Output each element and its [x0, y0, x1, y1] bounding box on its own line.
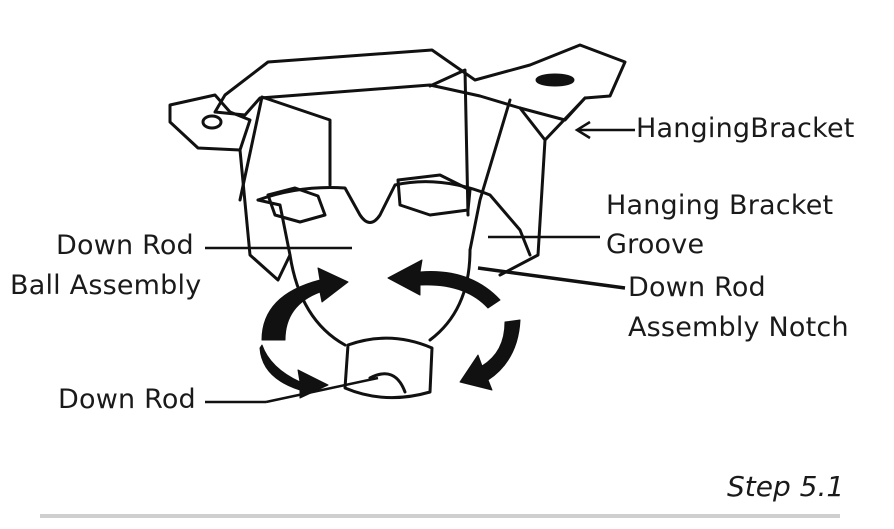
leader-down-rod-2 — [265, 376, 379, 404]
rotation-arrow-center — [387, 259, 501, 309]
bracket-left-wall — [238, 148, 292, 282]
rotation-arrow-right — [459, 319, 521, 391]
left-hex-nub — [266, 186, 327, 224]
bracket-right-wall — [468, 96, 587, 277]
down-rod-label: Down Rod — [58, 384, 196, 415]
down-rod-shape — [343, 336, 434, 400]
hanging-bracket-groove-label-line1: Hanging Bracket — [606, 190, 834, 221]
step-caption: Step 5.1 — [727, 470, 845, 503]
leader-hanging-bracket-head — [574, 120, 591, 140]
leader-notch — [477, 266, 626, 290]
ball-assembly — [288, 248, 472, 347]
right-tab-slot — [535, 73, 575, 87]
hanging-bracket-groove-label-line2: Groove — [606, 229, 705, 260]
right-hex-nub — [396, 173, 472, 217]
left-mounting-tab — [168, 93, 252, 152]
hanging-bracket-label: HangingBracket — [636, 113, 855, 144]
rotation-arrow-left-upper — [261, 267, 349, 341]
left-tab-slot — [201, 114, 223, 130]
rotation-arrow-left-lower — [259, 344, 329, 399]
bracket-groove — [256, 180, 532, 257]
ball-assembly-label-line2: Ball Assembly — [10, 270, 202, 301]
ball-assembly-label-line1: Down Rod — [56, 230, 194, 261]
divider-rule — [40, 514, 840, 518]
assembly-notch-label-line2: Assembly Notch — [628, 312, 849, 343]
assembly-notch-label-line1: Down Rod — [628, 272, 766, 303]
down-rod-notch — [368, 372, 407, 394]
